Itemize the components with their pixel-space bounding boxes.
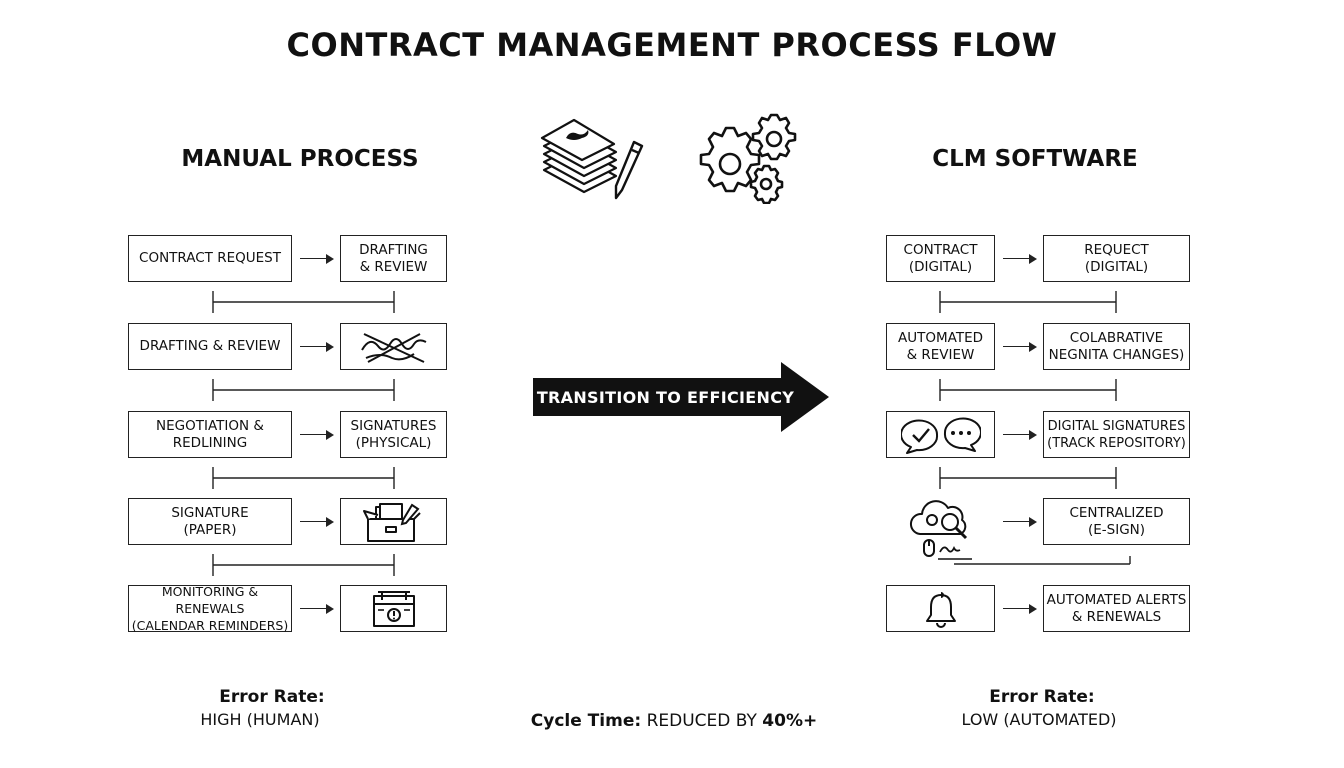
bell-icon xyxy=(925,591,956,628)
clm-connector-1 xyxy=(939,291,1117,313)
manual-error-rate-label: Error Rate: xyxy=(219,687,325,707)
clm-step-collaborative-changes: COLABRATIVE NEGNITA CHANGES) xyxy=(1043,323,1190,370)
clm-error-rate-value: LOW (AUTOMATED) xyxy=(961,710,1117,729)
manual-step-signature-paper: SIGNATURE (PAPER) xyxy=(128,498,292,545)
clm-row2-arrow xyxy=(1003,341,1037,352)
calendar-alert-icon xyxy=(372,590,415,627)
transition-label: TRANSITION TO EFFICIENCY xyxy=(536,387,795,407)
manual-error-rate-value: HIGH (HUMAN) xyxy=(200,710,320,729)
manual-step-contract-request: CONTRACT REQUEST xyxy=(128,235,292,282)
clm-step-digital-signatures: DIGITAL SIGNATURES (TRACK REPOSITORY) xyxy=(1043,411,1190,458)
cycle-time: Cycle Time: REDUCED BY 40%+ xyxy=(474,711,874,731)
manual-row1-arrow xyxy=(300,253,334,264)
clm-step-request-digital: REQUECT (DIGITAL) xyxy=(1043,235,1190,282)
clm-step-contract-digital: CONTRACT (DIGITAL) xyxy=(886,235,995,282)
manual-connector-4 xyxy=(212,554,395,576)
scribble-crossed-out-icon xyxy=(360,332,426,363)
clm-chat-box xyxy=(886,411,995,458)
manual-row5-arrow xyxy=(300,603,334,614)
clm-connector-3 xyxy=(939,467,1117,489)
manual-step-signatures-physical: SIGNATURES (PHYSICAL) xyxy=(340,411,447,458)
manual-row3-arrow xyxy=(300,429,334,440)
clm-row4-arrow xyxy=(1003,516,1037,527)
clm-step-centralized: CENTRALIZED (E-SIGN) xyxy=(1043,498,1190,545)
manual-connector-3 xyxy=(212,467,395,489)
manual-process-heading: MANUAL PROCESS xyxy=(181,146,419,172)
clm-row5-arrow xyxy=(1003,603,1037,614)
manual-filing-box xyxy=(340,498,447,545)
cycle-time-label: Cycle Time: xyxy=(530,711,642,731)
gears-icon xyxy=(699,113,797,204)
manual-row4-arrow xyxy=(300,516,334,527)
chat-bubbles-icon xyxy=(900,416,981,454)
manual-row2-arrow xyxy=(300,341,334,352)
cloud-search-sign-icon xyxy=(910,500,972,560)
manual-connector-1 xyxy=(212,291,395,313)
cycle-time-number: 40%+ xyxy=(762,711,818,731)
clm-step-automated-alerts: AUTOMATED ALERTS & RENEWALS xyxy=(1043,585,1190,632)
manual-step-monitoring-renewals: MONITORING & RENEWALS (CALENDAR REMINDER… xyxy=(128,584,292,633)
clm-software-heading: CLM SOFTWARE xyxy=(932,146,1138,172)
filing-box-icon xyxy=(362,502,421,542)
manual-step-negotiation: NEGOTIATION & REDLINING xyxy=(128,411,292,458)
cycle-time-prefix: REDUCED BY xyxy=(646,711,757,731)
transition-arrow xyxy=(533,362,829,432)
clm-row3-arrow xyxy=(1003,429,1037,440)
clm-row1-arrow xyxy=(1003,253,1037,264)
manual-step-drafting-review-result: DRAFTING & REVIEW xyxy=(340,235,447,282)
clm-connector-4 xyxy=(954,556,1131,565)
manual-step-drafting-review: DRAFTING & REVIEW xyxy=(128,323,292,370)
manual-connector-2 xyxy=(212,379,395,401)
clm-bell-box xyxy=(886,585,995,632)
clm-error-rate-label: Error Rate: xyxy=(989,687,1095,707)
clm-connector-2 xyxy=(939,379,1117,401)
manual-calendar-box xyxy=(340,585,447,632)
clm-step-automated-review: AUTOMATED & REVIEW xyxy=(886,323,995,370)
manual-redline-box xyxy=(340,323,447,370)
page-title: CONTRACT MANAGEMENT PROCESS FLOW xyxy=(286,26,1058,64)
paper-stack-pen-icon xyxy=(540,118,644,200)
